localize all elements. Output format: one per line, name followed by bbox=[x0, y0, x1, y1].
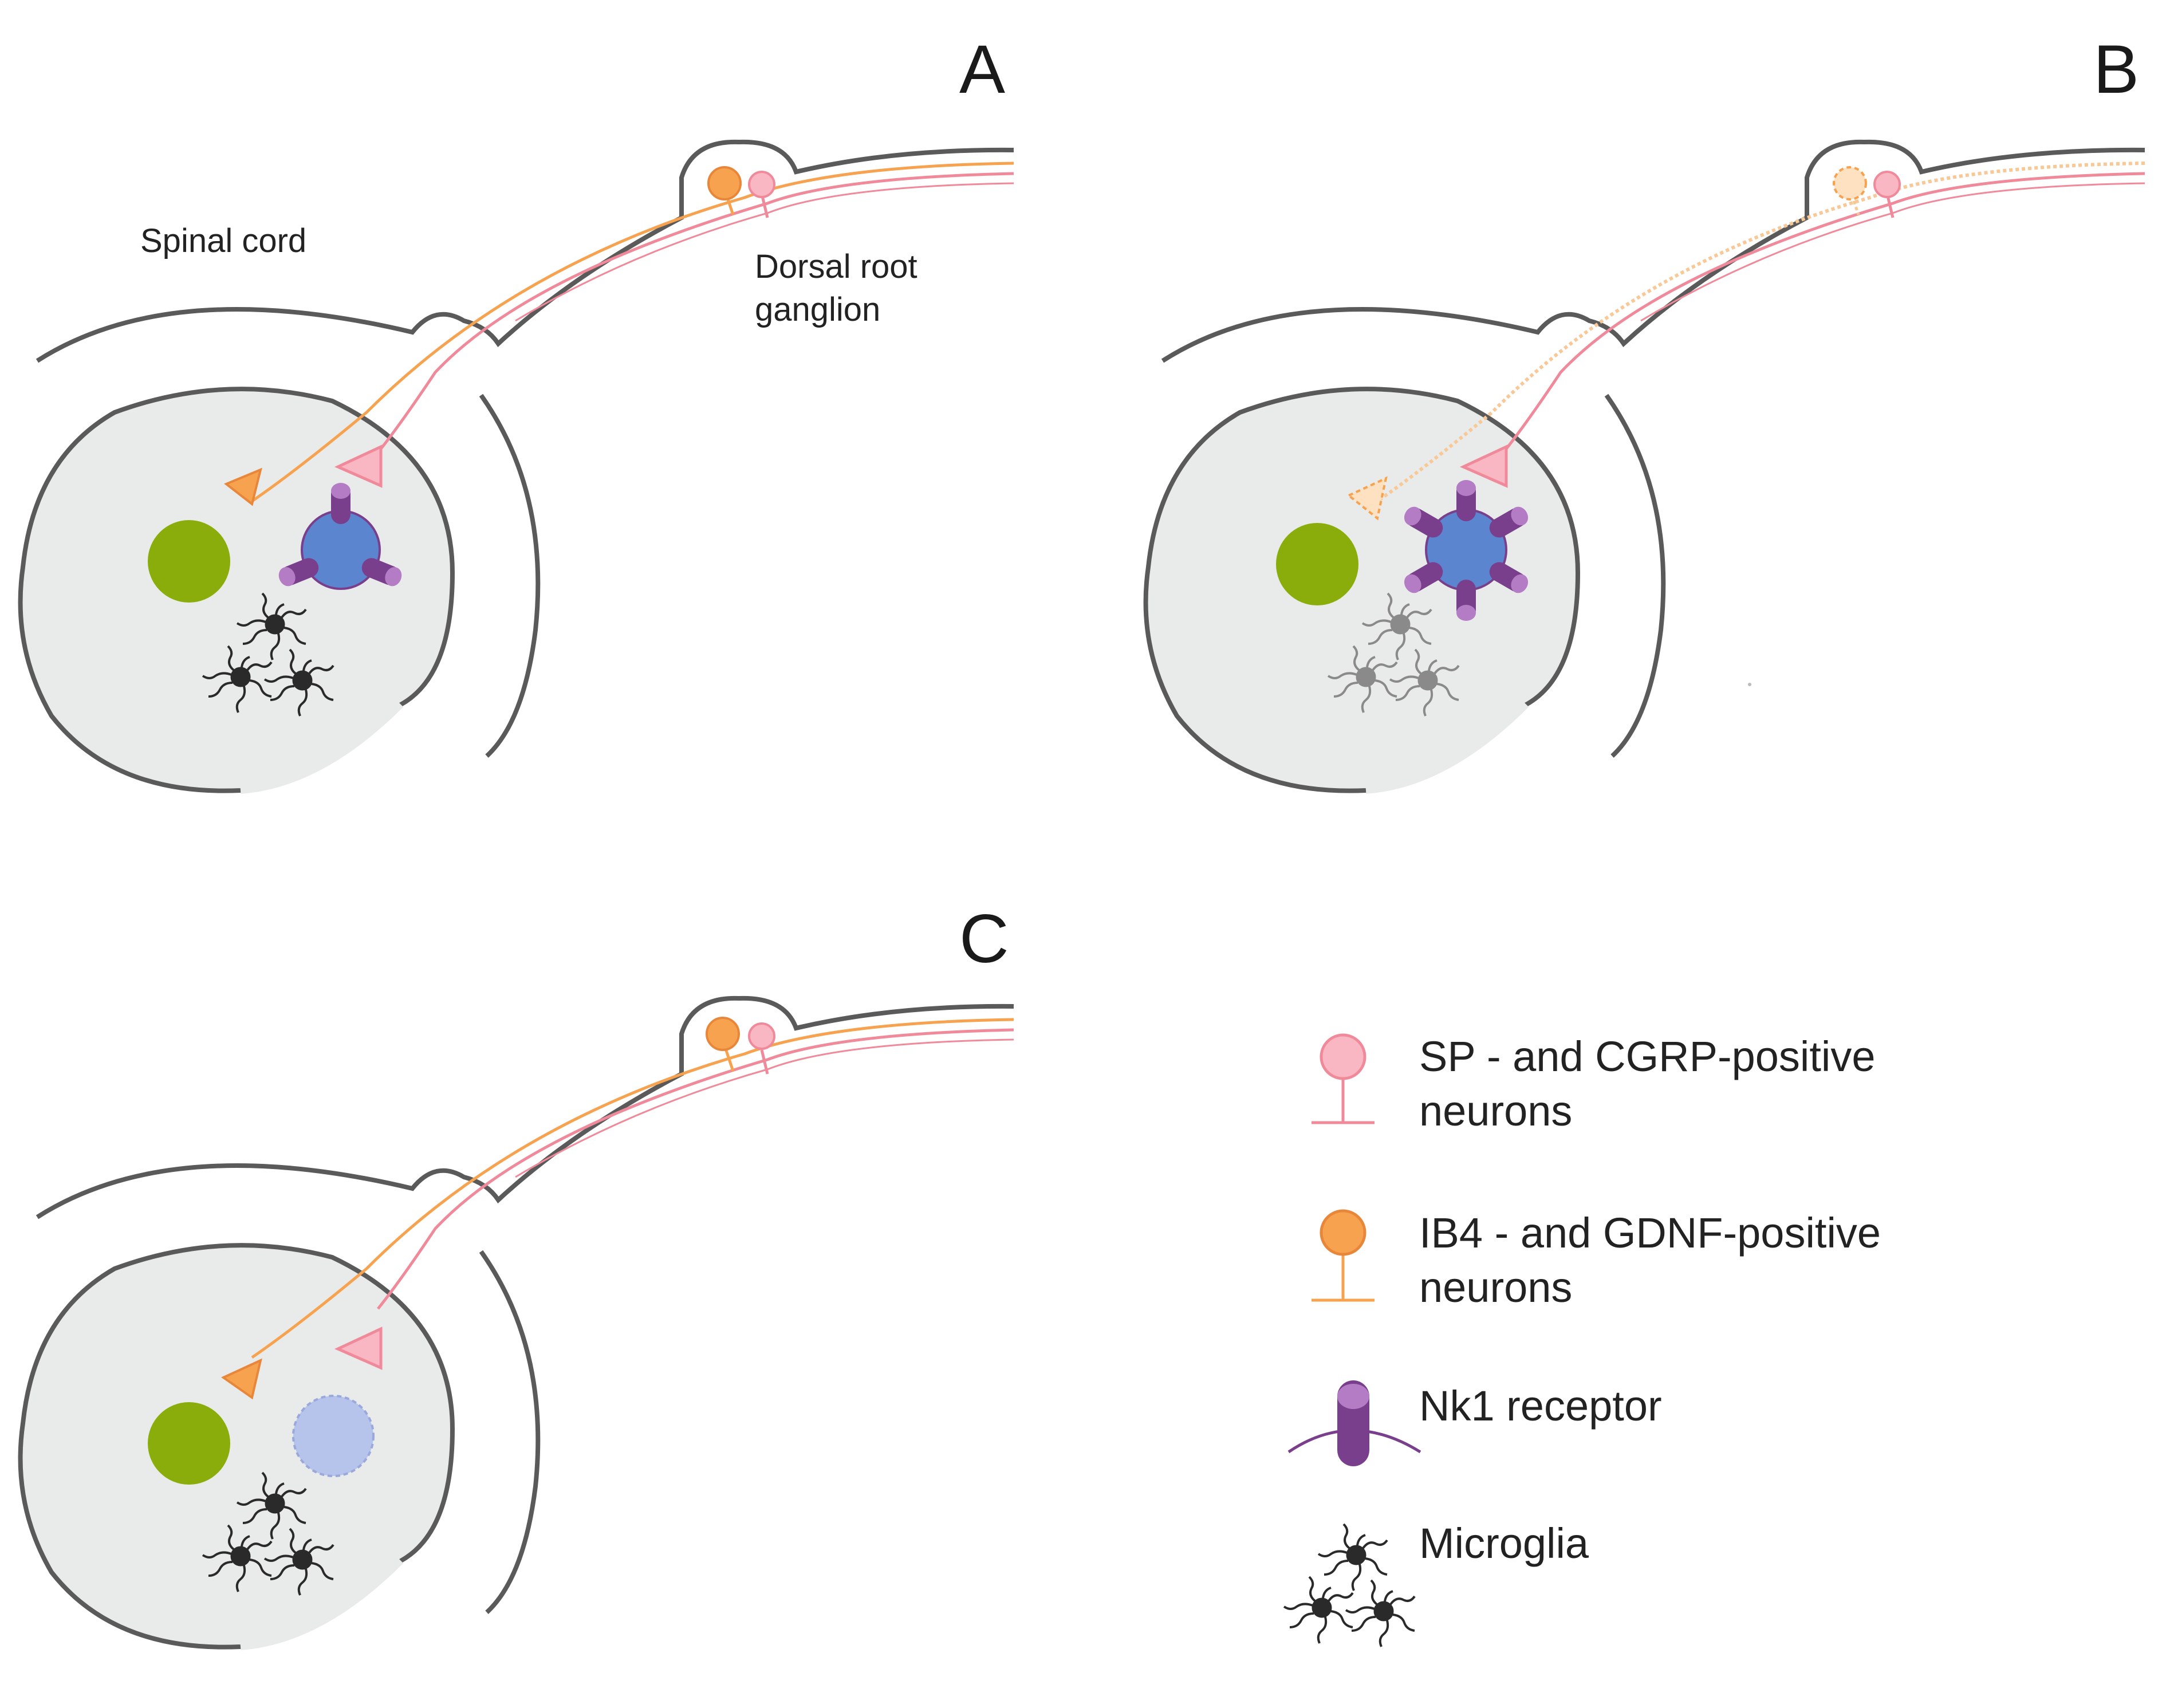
panel-c: C bbox=[18, 900, 1014, 1650]
legend-microglia-icon bbox=[1284, 1524, 1415, 1647]
sp-terminal bbox=[1459, 444, 1508, 488]
legend-ib4-label-line2: neurons bbox=[1419, 1264, 1572, 1311]
spinal-cord-outline bbox=[1161, 139, 2145, 758]
panel-letter-a: A bbox=[959, 31, 1005, 108]
drg-sp-neuron bbox=[748, 171, 775, 198]
green-cell bbox=[148, 520, 230, 603]
ib4-fiber-degenerated bbox=[1376, 162, 2145, 503]
legend-ib4-label-line1: IB4 - and GDNF-positive bbox=[1419, 1209, 1881, 1257]
spinal-cord-outline bbox=[36, 995, 1014, 1614]
drg-ib4-neuron-faded bbox=[1833, 166, 1867, 200]
ib4-terminal bbox=[221, 1358, 262, 1400]
drg-label-line1: Dorsal root bbox=[755, 248, 917, 285]
panel-letter-c: C bbox=[959, 900, 1009, 977]
legend-sp-label-line1: SP - and CGRP-positive bbox=[1419, 1033, 1876, 1080]
dorsal-horn bbox=[18, 387, 455, 793]
legend-ib4-neuron-icon bbox=[1320, 1209, 1366, 1256]
ib4-fiber bbox=[251, 162, 1014, 503]
legend: SP - and CGRP-positive neurons IB4 - and… bbox=[1284, 1033, 1881, 1647]
legend-nk1-item: Nk1 receptor bbox=[1287, 1380, 1662, 1466]
sp-fiber bbox=[377, 172, 1014, 454]
drg-label-line2: ganglion bbox=[755, 291, 880, 328]
drg-sp-neuron bbox=[1873, 171, 1901, 198]
sp-fiber bbox=[377, 1028, 1014, 1310]
sp-fiber bbox=[1502, 172, 2145, 454]
drg-ib4-neuron bbox=[706, 1017, 740, 1051]
spinal-cord-outline bbox=[36, 139, 1014, 758]
ib4-fiber bbox=[251, 1018, 1014, 1359]
legend-microglia-label: Microglia bbox=[1419, 1520, 1589, 1567]
green-cell bbox=[148, 1402, 230, 1485]
target-neuron-faded bbox=[292, 1395, 375, 1477]
ib4-terminal bbox=[224, 467, 262, 506]
legend-sp-label-line2: neurons bbox=[1419, 1087, 1572, 1135]
green-cell bbox=[1276, 523, 1358, 605]
sp-terminal bbox=[334, 1327, 383, 1370]
spinal-cord-label: Spinal cord bbox=[140, 222, 306, 259]
panel-letter-b: B bbox=[2093, 31, 2139, 108]
legend-sp-item: SP - and CGRP-positive neurons bbox=[1312, 1033, 1876, 1135]
panel-b: B bbox=[1143, 31, 2145, 794]
drg-ib4-neuron bbox=[707, 166, 742, 200]
sp-terminal bbox=[334, 444, 383, 488]
legend-ib4-item: IB4 - and GDNF-positive neurons bbox=[1312, 1209, 1881, 1311]
drg-sp-neuron bbox=[748, 1022, 775, 1050]
legend-sp-neuron-icon bbox=[1320, 1033, 1366, 1080]
ib4-terminal-faded bbox=[1346, 476, 1388, 521]
panel-a: A Spinal cord Dorsal root ganglion bbox=[18, 31, 1014, 794]
legend-nk1-label: Nk1 receptor bbox=[1419, 1382, 1662, 1430]
legend-microglia-item: Microglia bbox=[1284, 1520, 1589, 1647]
